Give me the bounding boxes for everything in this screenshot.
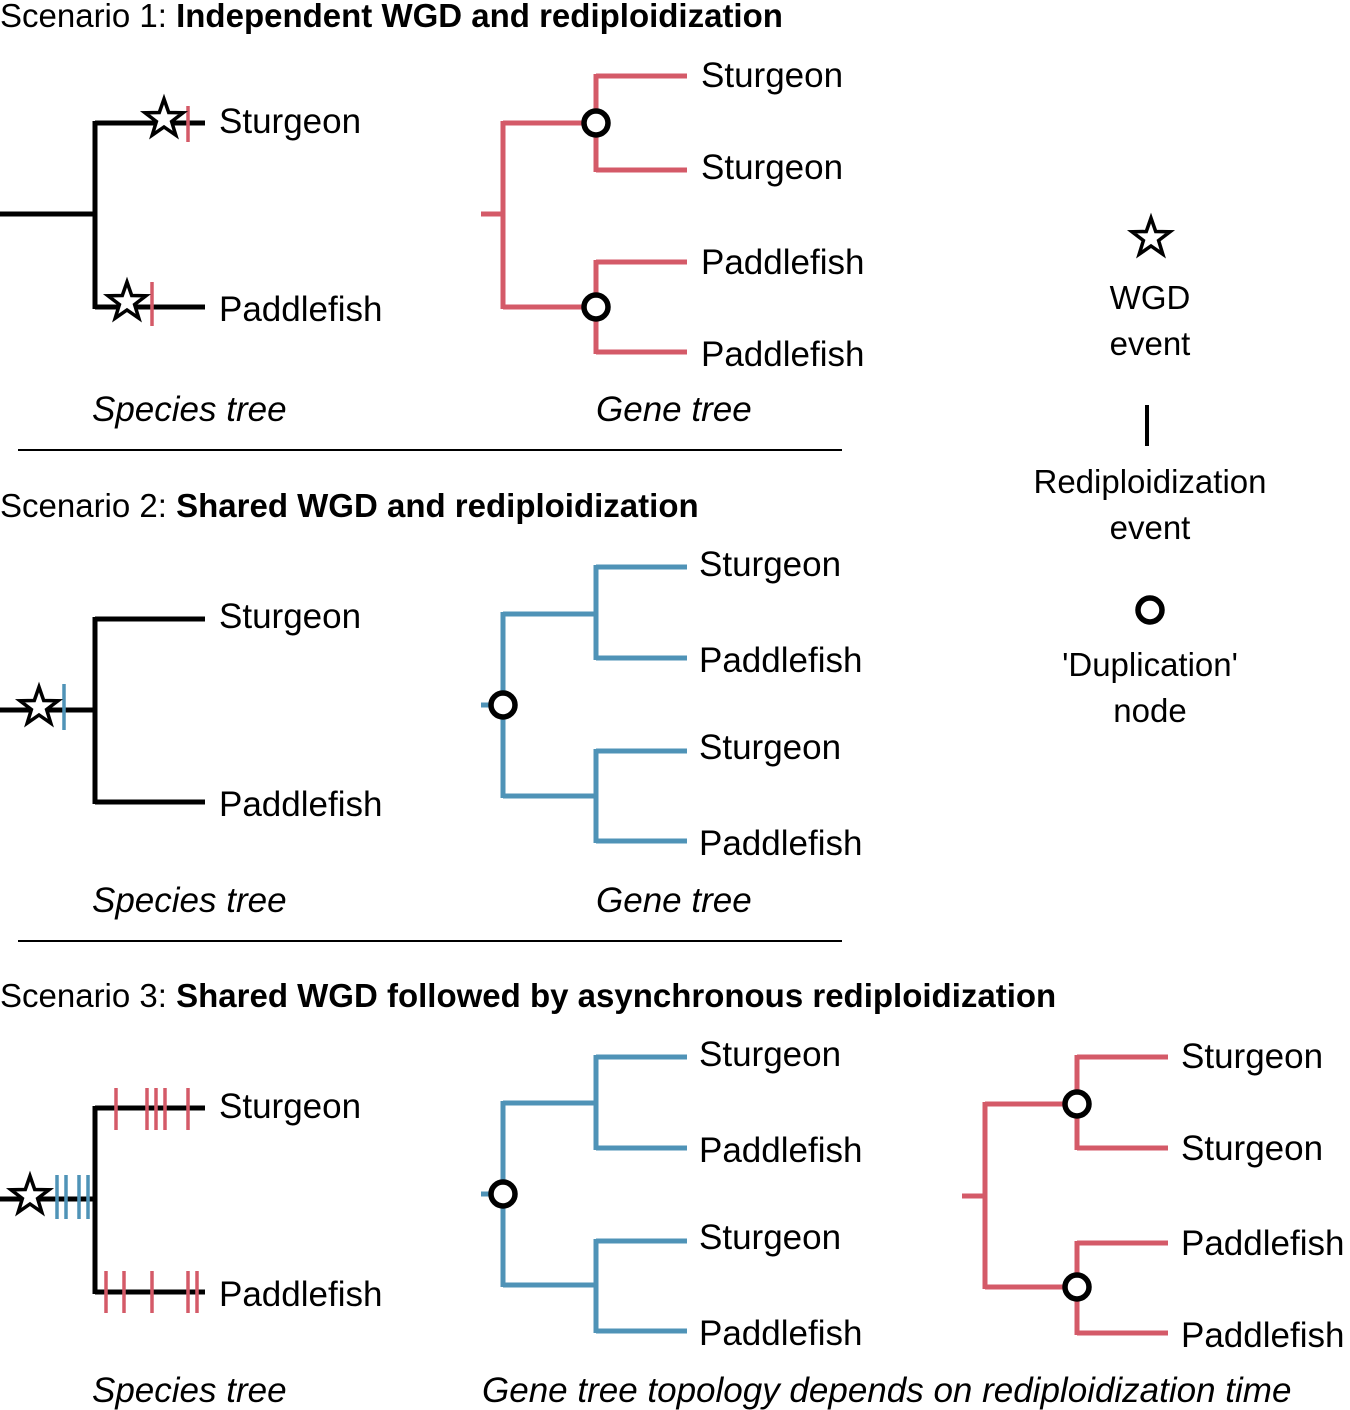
gene-tree-caption: Gene tree topology depends on rediploidi…: [482, 1371, 1291, 1410]
gene-tip-label: Sturgeon: [699, 545, 841, 584]
duplication-node-icon: [488, 690, 518, 720]
scenario-3-species-tree: Sturgeon Paddlefish Species tree: [0, 1087, 382, 1410]
scenario-3-title: Shared WGD followed by asynchronous redi…: [176, 977, 1056, 1014]
duplication-node-icon: [488, 1179, 518, 1209]
gene-tip-label: Sturgeon: [699, 728, 841, 767]
scenario-2-species-tree: Sturgeon Paddlefish Species tree: [0, 597, 382, 920]
scenario-1-heading: Scenario 1: Independent WGD and rediploi…: [0, 0, 783, 34]
duplication-node-icon: [1062, 1089, 1092, 1119]
scenario-3-heading: Scenario 3: Shared WGD followed by async…: [0, 977, 1056, 1014]
scenario-2-title: Shared WGD and rediploidization: [176, 487, 699, 524]
legend-wgd-line2: event: [1110, 325, 1191, 362]
scenario-1: Scenario 1: Independent WGD and rediploi…: [0, 0, 864, 429]
gene-tip-label: Paddlefish: [1181, 1316, 1344, 1355]
gene-tip-label: Sturgeon: [1181, 1129, 1323, 1168]
scenario-3-prefix: Scenario 3:: [0, 977, 176, 1014]
gene-tree-caption: Gene tree: [596, 881, 752, 920]
shared-rediploidization-marks: [55, 1175, 90, 1219]
legend-wgd-line1: WGD: [1110, 279, 1191, 316]
legend-dup-line1: 'Duplication': [1062, 646, 1238, 683]
scenario-2-gene-tree: Sturgeon Paddlefish Sturgeon Paddlefish …: [481, 545, 862, 920]
duplication-node-icon: [581, 108, 611, 138]
species-tree-caption: Species tree: [92, 881, 287, 920]
circle-node-icon: [1135, 595, 1165, 625]
star-icon: [1130, 216, 1172, 256]
gene-tip-label: Paddlefish: [699, 1314, 862, 1353]
tip-label: Sturgeon: [219, 102, 361, 141]
tip-label: Paddlefish: [219, 1275, 382, 1314]
gene-tip-label: Paddlefish: [701, 243, 864, 282]
scenario-3-gene-tree-independent: Sturgeon Sturgeon Paddlefish Paddlefish: [962, 1037, 1344, 1355]
scenario-2: Scenario 2: Shared WGD and rediploidizat…: [0, 487, 862, 920]
gene-tip-label: Sturgeon: [1181, 1037, 1323, 1076]
legend-redip-line2: event: [1110, 509, 1191, 546]
species-tree-branches: [0, 120, 205, 310]
scenario-1-species-tree: Sturgeon Paddlefish Species tree: [0, 97, 382, 429]
legend: WGD event Rediploidization event 'Duplic…: [1034, 216, 1267, 729]
tip-label: Paddlefish: [219, 290, 382, 329]
gene-tip-label: Sturgeon: [701, 56, 843, 95]
gene-tip-label: Sturgeon: [699, 1218, 841, 1257]
gene-tip-label: Paddlefish: [701, 335, 864, 374]
paddlefish-rediploidization-marks: [104, 1271, 199, 1313]
wgd-star-icon: [18, 685, 60, 725]
gene-tip-label: Paddlefish: [699, 824, 862, 863]
legend-redip-line1: Rediploidization: [1034, 463, 1267, 500]
tip-label: Sturgeon: [219, 597, 361, 636]
tip-label: Paddlefish: [219, 785, 382, 824]
gene-tip-label: Sturgeon: [699, 1035, 841, 1074]
duplication-node-icon: [581, 292, 611, 322]
scenario-2-prefix: Scenario 2:: [0, 487, 176, 524]
gene-tip-label: Paddlefish: [699, 641, 862, 680]
gene-tip-label: Paddlefish: [1181, 1224, 1344, 1263]
tip-label: Sturgeon: [219, 1087, 361, 1126]
scenario-1-gene-tree: Sturgeon Sturgeon Paddlefish Paddlefish …: [481, 56, 864, 429]
scenario-1-title: Independent WGD and rediploidization: [176, 0, 783, 34]
gene-tree-caption: Gene tree: [596, 390, 752, 429]
species-tree-caption: Species tree: [92, 1371, 287, 1410]
scenario-1-prefix: Scenario 1:: [0, 0, 176, 34]
sturgeon-rediploidization-marks: [114, 1088, 190, 1130]
gene-tip-label: Paddlefish: [699, 1131, 862, 1170]
wgd-star-icon: [106, 280, 148, 320]
scenario-3-gene-tree-shared: Sturgeon Paddlefish Sturgeon Paddlefish: [481, 1035, 862, 1353]
scenario-2-heading: Scenario 2: Shared WGD and rediploidizat…: [0, 487, 699, 524]
duplication-node-icon: [1062, 1272, 1092, 1302]
species-tree-caption: Species tree: [92, 390, 287, 429]
scenario-3: Scenario 3: Shared WGD followed by async…: [0, 977, 1344, 1410]
gene-tip-label: Sturgeon: [701, 148, 843, 187]
species-tree-branches: [0, 1105, 205, 1295]
legend-dup-line2: node: [1113, 692, 1186, 729]
wgd-star-icon: [9, 1174, 51, 1214]
wgd-star-icon: [143, 97, 185, 137]
